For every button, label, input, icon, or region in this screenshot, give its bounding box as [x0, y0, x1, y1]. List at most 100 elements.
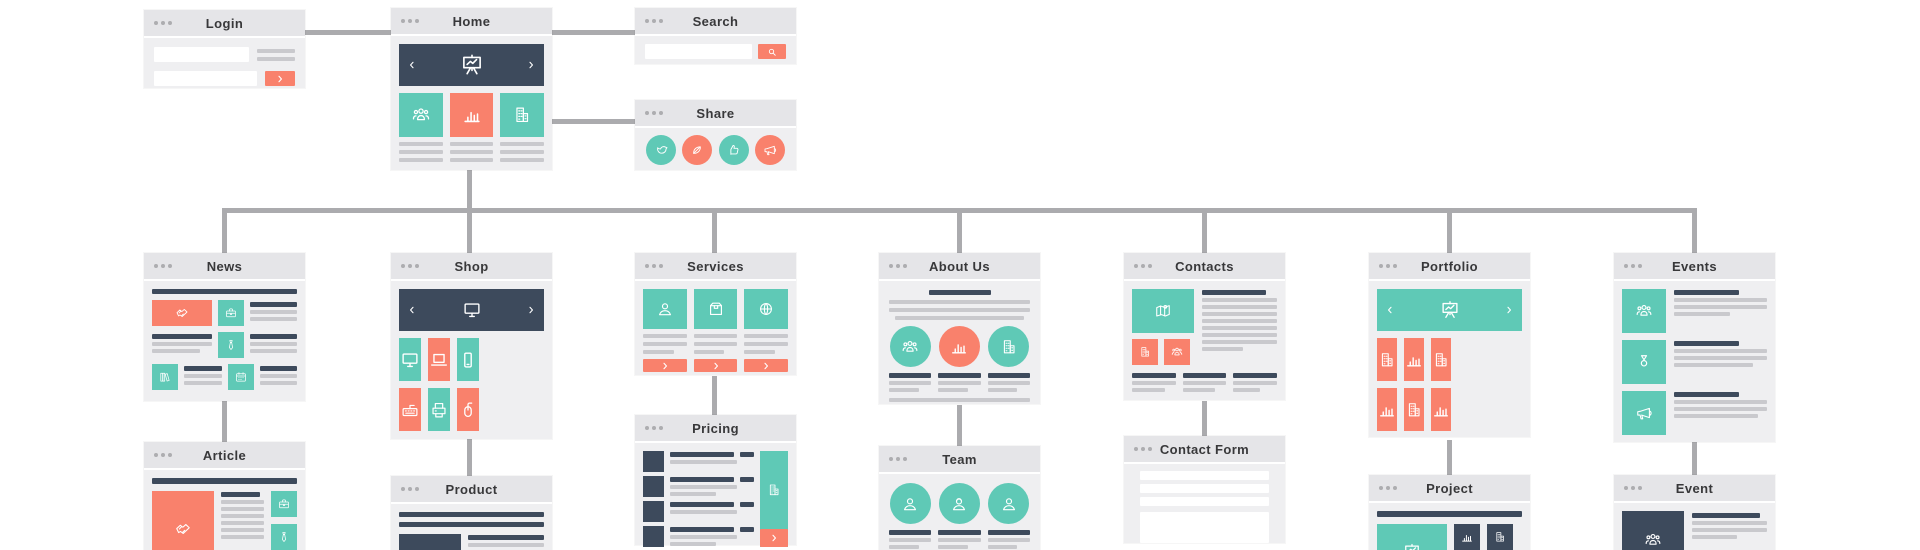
- text-line: [1202, 305, 1277, 309]
- search-button[interactable]: [758, 44, 786, 59]
- text-line: [987, 538, 1030, 542]
- building-icon: [511, 104, 533, 126]
- card-header: Login: [144, 10, 305, 38]
- text-line: [1674, 407, 1767, 411]
- headline-line: [889, 373, 932, 378]
- name-input[interactable]: [1140, 471, 1269, 480]
- subject-input[interactable]: [1140, 497, 1269, 506]
- text-line: [744, 334, 789, 338]
- text-line: [889, 381, 932, 385]
- text-line: [938, 538, 981, 542]
- text-line: [987, 381, 1030, 385]
- event-image-tile: [1622, 511, 1684, 550]
- connector-line: [467, 170, 472, 213]
- text-line: [221, 528, 264, 532]
- text-line: [1202, 312, 1277, 316]
- service-cta-button[interactable]: [643, 359, 687, 372]
- username-input[interactable]: [154, 47, 249, 62]
- arrow-right-icon: [769, 533, 779, 543]
- card-project: Project: [1369, 475, 1530, 550]
- headline-line: [1202, 290, 1266, 295]
- chevron-right-icon[interactable]: [526, 60, 536, 70]
- window-dots-icon: [154, 264, 158, 268]
- award-icon: [1634, 352, 1654, 372]
- text-line: [938, 388, 968, 392]
- headline-line: [399, 512, 544, 517]
- package-icon: [706, 299, 726, 319]
- text-line: [1674, 305, 1767, 309]
- window-dots-icon: [645, 264, 649, 268]
- thumbs-up-icon: [726, 142, 742, 158]
- article-side-tile: [271, 524, 297, 550]
- service-cta-button[interactable]: [744, 359, 789, 372]
- handshake-icon: [173, 519, 193, 539]
- news-image-tile: [218, 300, 244, 326]
- text-line: [1202, 340, 1277, 344]
- twitter-share-button[interactable]: [646, 135, 676, 165]
- text-line: [938, 381, 981, 385]
- text-line: [1233, 381, 1278, 385]
- window-dots-icon: [401, 487, 405, 491]
- connector-line: [552, 30, 635, 35]
- chevron-right-icon[interactable]: [526, 305, 536, 315]
- headline-line: [670, 527, 734, 532]
- user-icon: [655, 299, 675, 319]
- email-input[interactable]: [1140, 484, 1269, 493]
- headline-line: [1233, 373, 1278, 378]
- pen-share-button[interactable]: [682, 135, 713, 165]
- connector-line: [1202, 208, 1207, 253]
- login-submit-button[interactable]: [265, 71, 295, 86]
- arrow-right-icon: [761, 361, 771, 371]
- service-tile: [744, 289, 789, 329]
- service-cta-button[interactable]: [693, 359, 738, 372]
- card-header: Events: [1614, 253, 1775, 281]
- text-line: [987, 388, 1018, 392]
- text-line: [643, 342, 687, 346]
- text-line: [889, 308, 1030, 312]
- people-group-icon: [1643, 530, 1663, 550]
- card-product: Product: [391, 476, 552, 550]
- text-line: [500, 142, 545, 146]
- chevron-right-icon[interactable]: [1504, 305, 1514, 315]
- message-textarea[interactable]: [1140, 512, 1269, 543]
- search-input[interactable]: [645, 44, 752, 59]
- home-carousel: [399, 44, 544, 86]
- text-line: [670, 485, 738, 489]
- map-tile: [1132, 289, 1194, 333]
- headline-line: [670, 477, 734, 482]
- promote-share-button[interactable]: [754, 135, 785, 165]
- headline-line: [670, 502, 734, 507]
- headline-line: [1377, 511, 1522, 517]
- text-line: [449, 142, 494, 146]
- card-header: Contacts: [1124, 253, 1285, 281]
- like-share-button[interactable]: [718, 135, 749, 165]
- text-line: [670, 510, 738, 514]
- password-input[interactable]: [154, 71, 257, 86]
- text-line: [250, 349, 297, 353]
- pricing-cta-button[interactable]: [760, 529, 788, 547]
- printer-icon: [428, 399, 450, 421]
- card-header: About Us: [879, 253, 1040, 281]
- card-header: News: [144, 253, 305, 281]
- chevron-left-icon[interactable]: [407, 305, 417, 315]
- connector-line: [467, 438, 472, 476]
- card-services: Services: [635, 253, 796, 375]
- headline-line: [938, 373, 981, 378]
- handshake-icon: [174, 305, 190, 321]
- card-header: Contact Form: [1124, 436, 1285, 464]
- project-side-tile: [1454, 524, 1480, 550]
- tie-icon: [224, 338, 238, 352]
- bar-chart-icon: [1431, 400, 1451, 420]
- feature-circle: [988, 326, 1030, 367]
- chevron-left-icon[interactable]: [407, 60, 417, 70]
- feature-tile: [449, 93, 494, 137]
- building-icon: [766, 482, 782, 498]
- chevron-left-icon[interactable]: [1385, 305, 1395, 315]
- headline-line: [1182, 373, 1227, 378]
- headline-line: [1692, 513, 1760, 518]
- product-tile: [428, 388, 450, 431]
- headline-line: [987, 373, 1030, 378]
- event-tile: [1622, 340, 1666, 384]
- user-icon: [999, 494, 1019, 514]
